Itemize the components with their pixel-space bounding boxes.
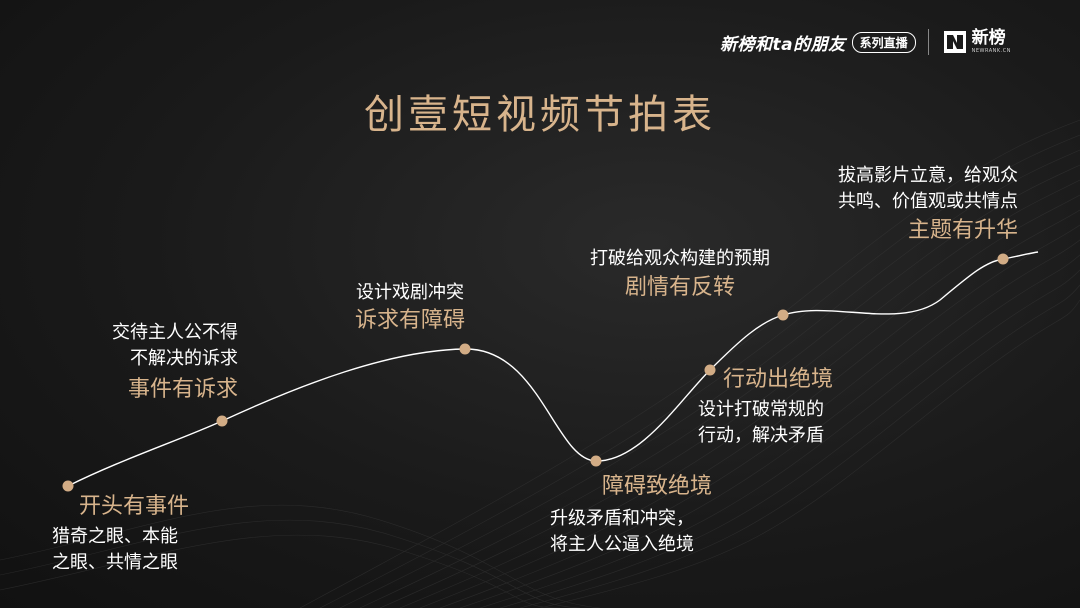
beat-point-6 xyxy=(777,309,789,321)
stage-4-description: 升级矛盾和冲突， 将主人公逼入绝境 xyxy=(550,506,694,558)
stage-6-title: 剧情有反转 xyxy=(624,275,735,300)
stage-7-title: 主题有升华 xyxy=(907,218,1018,243)
page-title: 创壹短视频节拍表 xyxy=(364,92,716,138)
beat-point-4 xyxy=(590,455,602,467)
beat-point-3 xyxy=(459,343,471,355)
stage-3-description: 设计戏剧冲突 xyxy=(310,280,510,306)
beat-point-2 xyxy=(216,415,228,427)
brand-header: 新榜和ta的朋友 系列直播 新榜 NEWRANK.CN xyxy=(720,26,1011,58)
stage-5-title: 行动出绝境 xyxy=(723,367,834,392)
stage-1-desc-line-1: 猎奇之眼、本能 xyxy=(52,526,178,547)
stage-6-desc-line-1: 打破给观众构建的预期 xyxy=(590,248,770,269)
stage-1-description: 猎奇之眼、本能 之眼、共情之眼 xyxy=(52,524,178,576)
brand-tag: 系列直播 xyxy=(851,31,916,53)
newrank-logo: 新榜 NEWRANK.CN xyxy=(943,30,1011,54)
stage-5-desc-line-2: 行动，解决矛盾 xyxy=(698,425,824,447)
stage-7-desc-line-2: 共鸣、价值观或共情点 xyxy=(838,191,1018,213)
stage-4-title: 障碍致绝境 xyxy=(602,474,713,499)
stage-7-desc-line-1: 拔高影片立意，给观众 xyxy=(838,165,1018,186)
stage-2-desc-line-1: 交待主人公不得 xyxy=(112,322,238,343)
brand-name: 新榜和ta的朋友 xyxy=(720,34,846,55)
stage-4-desc-line-2: 将主人公逼入绝境 xyxy=(550,534,694,556)
stage-2-desc-line-2: 不解决的诉求 xyxy=(130,348,238,370)
beat-curve-line xyxy=(67,251,1039,487)
brand-divider xyxy=(927,29,929,55)
stage-7-description: 拔高影片立意，给观众 共鸣、价值观或共情点 xyxy=(780,163,1018,215)
stage-2-title: 事件有诉求 xyxy=(127,377,238,402)
stage-1-desc-line-2: 之眼、共情之眼 xyxy=(52,552,178,574)
newrank-logo-icon xyxy=(943,31,966,53)
beat-point-1 xyxy=(62,480,74,492)
stage-6-description: 打破给观众构建的预期 xyxy=(560,246,800,272)
stage-5-desc-line-1: 设计打破常规的 xyxy=(698,399,824,420)
stage-5-description: 设计打破常规的 行动，解决矛盾 xyxy=(698,397,824,449)
logo-subtext: NEWRANK.CN xyxy=(971,48,1011,54)
stage-1-title: 开头有事件 xyxy=(79,494,190,519)
logo-text: 新榜 xyxy=(971,28,1006,48)
stage-2-description: 交待主人公不得 不解决的诉求 xyxy=(38,320,238,372)
beat-point-7 xyxy=(997,253,1009,265)
stage-3-title: 诉求有障碍 xyxy=(354,308,465,333)
beat-point-5 xyxy=(704,364,716,376)
stage-4-desc-line-1: 升级矛盾和冲突， xyxy=(550,508,694,529)
stage-3-desc-line-1: 设计戏剧冲突 xyxy=(356,282,464,303)
